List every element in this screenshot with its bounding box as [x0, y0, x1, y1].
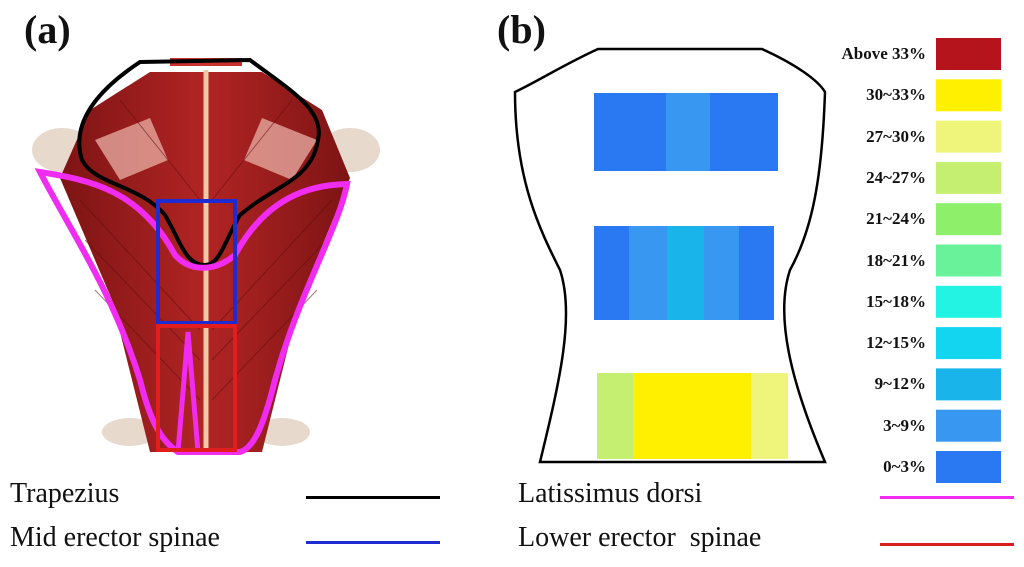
scale-swatch-5	[936, 203, 1001, 236]
legend-line-mid-erector-spinae	[306, 541, 440, 544]
color-scale	[936, 38, 1001, 483]
scale-swatch-7	[936, 285, 1001, 318]
scale-swatch-8	[936, 327, 1001, 360]
legend-label-trapezius: Trapezius	[10, 478, 120, 509]
panel-label-a: (a)	[24, 7, 71, 52]
heatmap-cell-row2-col4	[704, 226, 739, 320]
heatmap-cell-row2-col3	[667, 226, 704, 320]
legend-label-lower-erector-spinae: Lower erector spinae	[518, 522, 762, 553]
scale-label-10: 3~9%	[883, 415, 926, 435]
scale-swatch-3	[936, 120, 1001, 153]
scale-label-3: 27~30%	[866, 126, 926, 146]
heatmap-cell-row2-col5	[739, 226, 774, 320]
panel-label-b: (b)	[497, 7, 546, 52]
latissimus-dorsi-inner-outline	[175, 331, 201, 453]
scale-swatch-4	[936, 161, 1001, 194]
scale-swatch-6	[936, 244, 1001, 277]
scale-swatch-1	[936, 38, 1001, 70]
lower-erector-spinae-box	[156, 324, 237, 452]
scale-label-1: Above 33%	[841, 44, 926, 63]
legend-line-latissimus-dorsi	[880, 496, 1014, 499]
scale-label-5: 21~24%	[866, 209, 926, 229]
latissimus-dorsi-outline	[34, 168, 351, 455]
scale-label-11: 0~3%	[883, 457, 926, 476]
legend-line-trapezius	[306, 496, 440, 499]
scale-swatch-11	[936, 451, 1001, 483]
scale-label-8: 12~15%	[866, 333, 926, 353]
heatmap-cell-row3-col4	[751, 373, 788, 459]
body-outline	[513, 47, 827, 464]
heatmap-cell-row1-col1	[594, 93, 666, 171]
scale-swatch-9	[936, 368, 1001, 401]
scale-label-7: 15~18%	[866, 291, 926, 311]
legend-line-lower-erector-spinae	[880, 543, 1014, 546]
right-scapula	[244, 118, 317, 180]
heatmap-cell-row1-col3	[710, 93, 778, 171]
mid-erector-spinae-box	[156, 199, 237, 325]
heatmap-cell-row3-col3	[693, 373, 751, 459]
scale-label-4: 24~27%	[866, 167, 926, 187]
heatmap-cell-row1-col2	[666, 93, 710, 171]
scale-label-6: 18~21%	[866, 250, 926, 270]
heatmap-cell-row3-col1	[597, 373, 633, 459]
scale-label-9: 9~12%	[874, 374, 926, 394]
legend-label-mid-erector-spinae: Mid erector spinae	[10, 522, 220, 553]
heatmap-cell-row2-col1	[594, 226, 629, 320]
legend-label-latissimus-dorsi: Latissimus dorsi	[518, 478, 703, 509]
scale-swatch-2	[936, 79, 1001, 112]
heatmap-cell-row2-col2	[629, 226, 667, 320]
heatmap-cell-row3-col2	[633, 373, 693, 459]
heatmap-grid	[594, 93, 788, 459]
scale-label-2: 30~33%	[866, 85, 926, 105]
left-scapula	[95, 118, 168, 180]
scale-swatch-10	[936, 409, 1001, 442]
